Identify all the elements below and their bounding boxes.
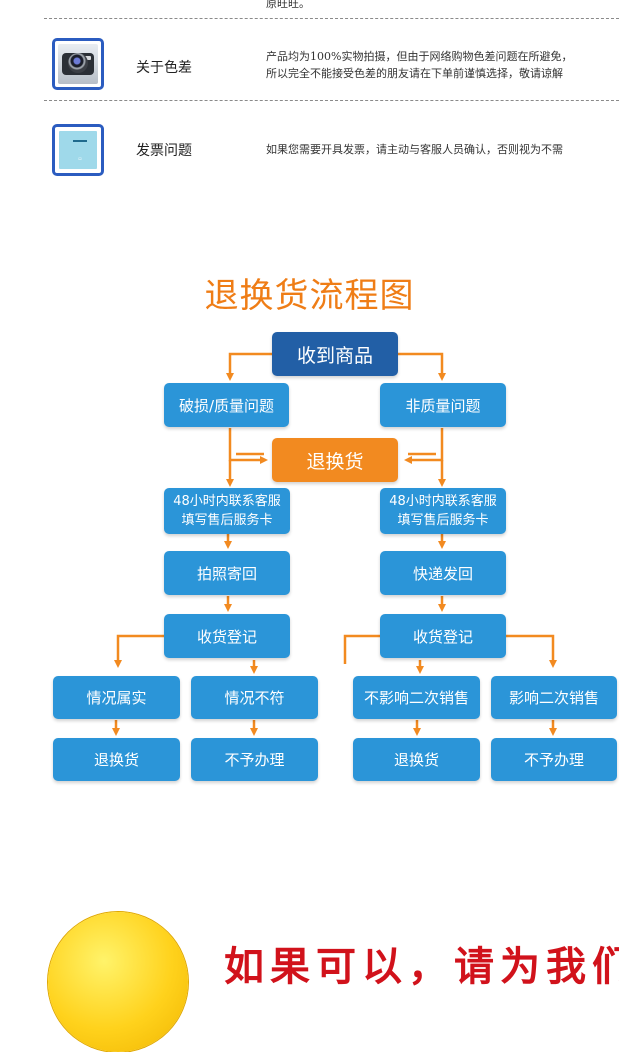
invoice-title: 发票问题 — [136, 143, 192, 159]
invoice-icon: ▫ — [52, 124, 104, 176]
flow-left-contact-box: 48小时内联系客服 填写售后服务卡 — [164, 488, 290, 534]
flow-result-exchange-box: 退换货 — [353, 738, 480, 781]
arrow-start-right — [398, 352, 446, 381]
flowchart-arrows — [112, 352, 557, 736]
banner-text: 如果可以，请为我们 — [224, 944, 619, 990]
contact-line1: 48小时内联系客服 — [173, 494, 281, 509]
flow-right-register-box: 收货登记 — [380, 614, 506, 658]
flow-damaged-box: 破损/质量问题 — [164, 383, 289, 427]
arrow-start-left — [226, 352, 272, 381]
flow-outcome-verified-box: 情况属实 — [53, 676, 180, 719]
color-difference-title: 关于色差 — [136, 60, 192, 76]
arrow-to-outcome-4 — [505, 634, 557, 668]
flow-outcome-resale-impact-box: 影响二次销售 — [491, 676, 617, 719]
flowchart-title: 退换货流程图 — [204, 276, 415, 316]
flow-express-return-box: 快递发回 — [380, 551, 506, 595]
flow-right-contact-box: 48小时内联系客服 填写售后服务卡 — [380, 488, 506, 534]
divider — [44, 100, 619, 101]
flow-outcome-mismatch-box: 情况不符 — [191, 676, 318, 719]
arrow-register-right-left-line — [343, 634, 380, 664]
color-difference-text-line1: 产品均为100%实物拍摄，但由于网络购物色差问题在所避免， — [266, 50, 573, 63]
info-text-fragment: 原旺旺。 — [266, 0, 310, 10]
flow-result-reject-box: 不予办理 — [191, 738, 318, 781]
flow-non-quality-box: 非质量问题 — [380, 383, 506, 427]
flow-left-register-box: 收货登记 — [164, 614, 290, 658]
invoice-text: 如果您需要开具发票，请主动与客服人员确认，否则视为不需 — [266, 143, 563, 156]
flow-outcome-no-resale-impact-box: 不影响二次销售 — [353, 676, 480, 719]
flow-start-box: 收到商品 — [272, 332, 398, 376]
contact-line2: 填写售后服务卡 — [397, 513, 489, 528]
color-difference-text-line2: 所以完全不能接受色差的朋友请在下单前谨慎选择，敬请谅解 — [266, 67, 563, 80]
camera-icon — [52, 38, 104, 90]
flow-result-exchange-box: 退换货 — [53, 738, 180, 781]
contact-line2: 填写售后服务卡 — [181, 513, 273, 528]
arrow-to-outcome-1 — [114, 634, 165, 668]
contact-line1: 48小时内联系客服 — [389, 494, 497, 509]
flow-result-reject-box: 不予办理 — [491, 738, 617, 781]
flow-photo-return-box: 拍照寄回 — [164, 551, 290, 595]
flow-exchange-box: 退换货 — [272, 438, 398, 482]
divider — [44, 18, 619, 19]
smiley-icon — [48, 912, 188, 1052]
